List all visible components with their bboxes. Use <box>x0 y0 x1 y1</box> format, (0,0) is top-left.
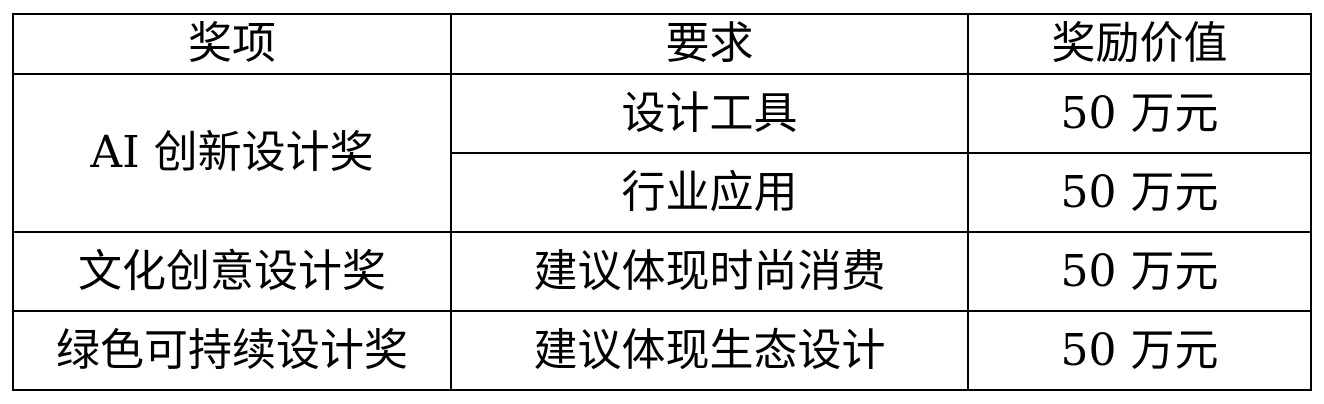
award-name-cell: 绿色可持续设计奖 <box>12 310 452 391</box>
value-cell: 50 万元 <box>967 310 1312 391</box>
table-row: 文化创意设计奖 建议体现时尚消费 50 万元 <box>12 231 1312 312</box>
award-name-cell: 文化创意设计奖 <box>12 231 452 312</box>
award-name-cell: AI 创新设计奖 <box>12 73 452 233</box>
value-cell: 50 万元 <box>967 152 1312 233</box>
requirement-cell: 建议体现时尚消费 <box>450 231 969 312</box>
awards-table: 奖项 要求 奖励价值 AI 创新设计奖 设计工具 50 万元 行业应用 50 万… <box>12 13 1312 391</box>
table-row: 行业应用 50 万元 <box>13 152 1312 233</box>
requirement-cell: 行业应用 <box>450 152 969 233</box>
value-cell: 50 万元 <box>967 73 1312 154</box>
header-value: 奖励价值 <box>967 13 1312 75</box>
table-row: AI 创新设计奖 设计工具 50 万元 <box>12 73 1312 233</box>
value-cell: 50 万元 <box>967 231 1312 312</box>
header-requirement: 要求 <box>450 13 969 75</box>
requirement-cell: 设计工具 <box>450 73 969 154</box>
header-award: 奖项 <box>12 13 452 75</box>
requirement-cell: 建议体现生态设计 <box>450 310 969 391</box>
table-row: 绿色可持续设计奖 建议体现生态设计 50 万元 <box>12 310 1312 391</box>
header-row: 奖项 要求 奖励价值 <box>12 13 1312 75</box>
